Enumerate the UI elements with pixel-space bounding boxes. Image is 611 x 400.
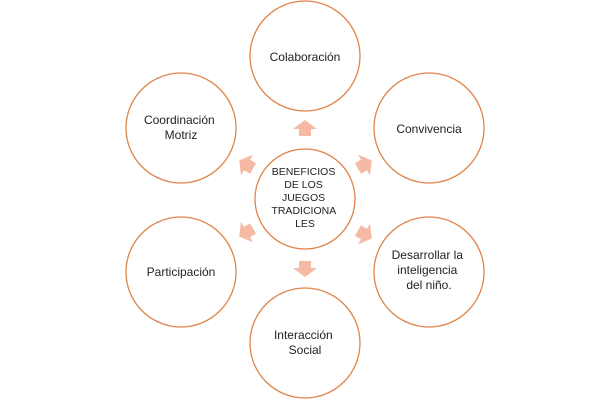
node-label-line: Coordinación xyxy=(144,113,215,127)
center-line: DE LOS xyxy=(284,179,323,191)
arrows xyxy=(239,120,372,277)
node-circle xyxy=(249,0,361,112)
center-text: BENEFICIOS DE LOS JUEGOS TRADICIONA LES xyxy=(271,166,338,230)
node-circle xyxy=(373,216,485,328)
node-convivencia: Convivencia xyxy=(373,72,485,184)
arrow-lower-right-icon xyxy=(354,223,372,245)
node-label: Participación xyxy=(147,265,216,279)
arrow-down-icon xyxy=(293,261,317,277)
center-line: JUEGOS xyxy=(282,192,325,204)
center-line: LES xyxy=(295,218,315,230)
node-interaccion: Interacción Social xyxy=(249,287,361,399)
node-label-line: Colaboración xyxy=(270,50,341,64)
node-circle xyxy=(125,216,237,328)
node-label-line: Social xyxy=(289,343,322,357)
node-participacion: Participación xyxy=(125,216,237,328)
node-label-line: del niño. xyxy=(406,278,451,292)
center-line: TRADICIONA xyxy=(271,205,336,217)
arrow-upper-right-icon xyxy=(354,154,372,176)
node-label-line: Motriz xyxy=(165,128,198,142)
node-circle xyxy=(249,287,361,399)
node-label-line: Participación xyxy=(147,265,216,279)
node-label: Convivencia xyxy=(396,122,462,136)
node-label: Colaboración xyxy=(270,50,341,64)
arrow-upper-left-icon xyxy=(239,154,257,176)
node-circle xyxy=(373,72,485,184)
arrow-lower-left-icon xyxy=(239,221,257,243)
node-desarrollar: Desarrollar la inteligencia del niño. xyxy=(373,216,485,328)
node-label-line: Interacción xyxy=(274,328,333,342)
node-label-line: inteligencia xyxy=(397,263,457,277)
node-label: Interacción Social xyxy=(274,328,336,357)
node-colaboracion: Colaboración xyxy=(249,0,361,112)
center-circle xyxy=(254,148,356,250)
node-circle xyxy=(125,72,237,184)
arrow-up-icon xyxy=(293,120,317,136)
node-label: Coordinación Motriz xyxy=(144,113,218,142)
node-label-line: Desarrollar la xyxy=(392,248,464,262)
center-line: BENEFICIOS xyxy=(272,166,336,178)
node-label: Desarrollar la inteligencia del niño. xyxy=(392,248,467,292)
node-label-line: Convivencia xyxy=(396,122,462,136)
node-coordinacion: Coordinación Motriz xyxy=(125,72,237,184)
center-node: BENEFICIOS DE LOS JUEGOS TRADICIONA LES xyxy=(254,148,356,250)
